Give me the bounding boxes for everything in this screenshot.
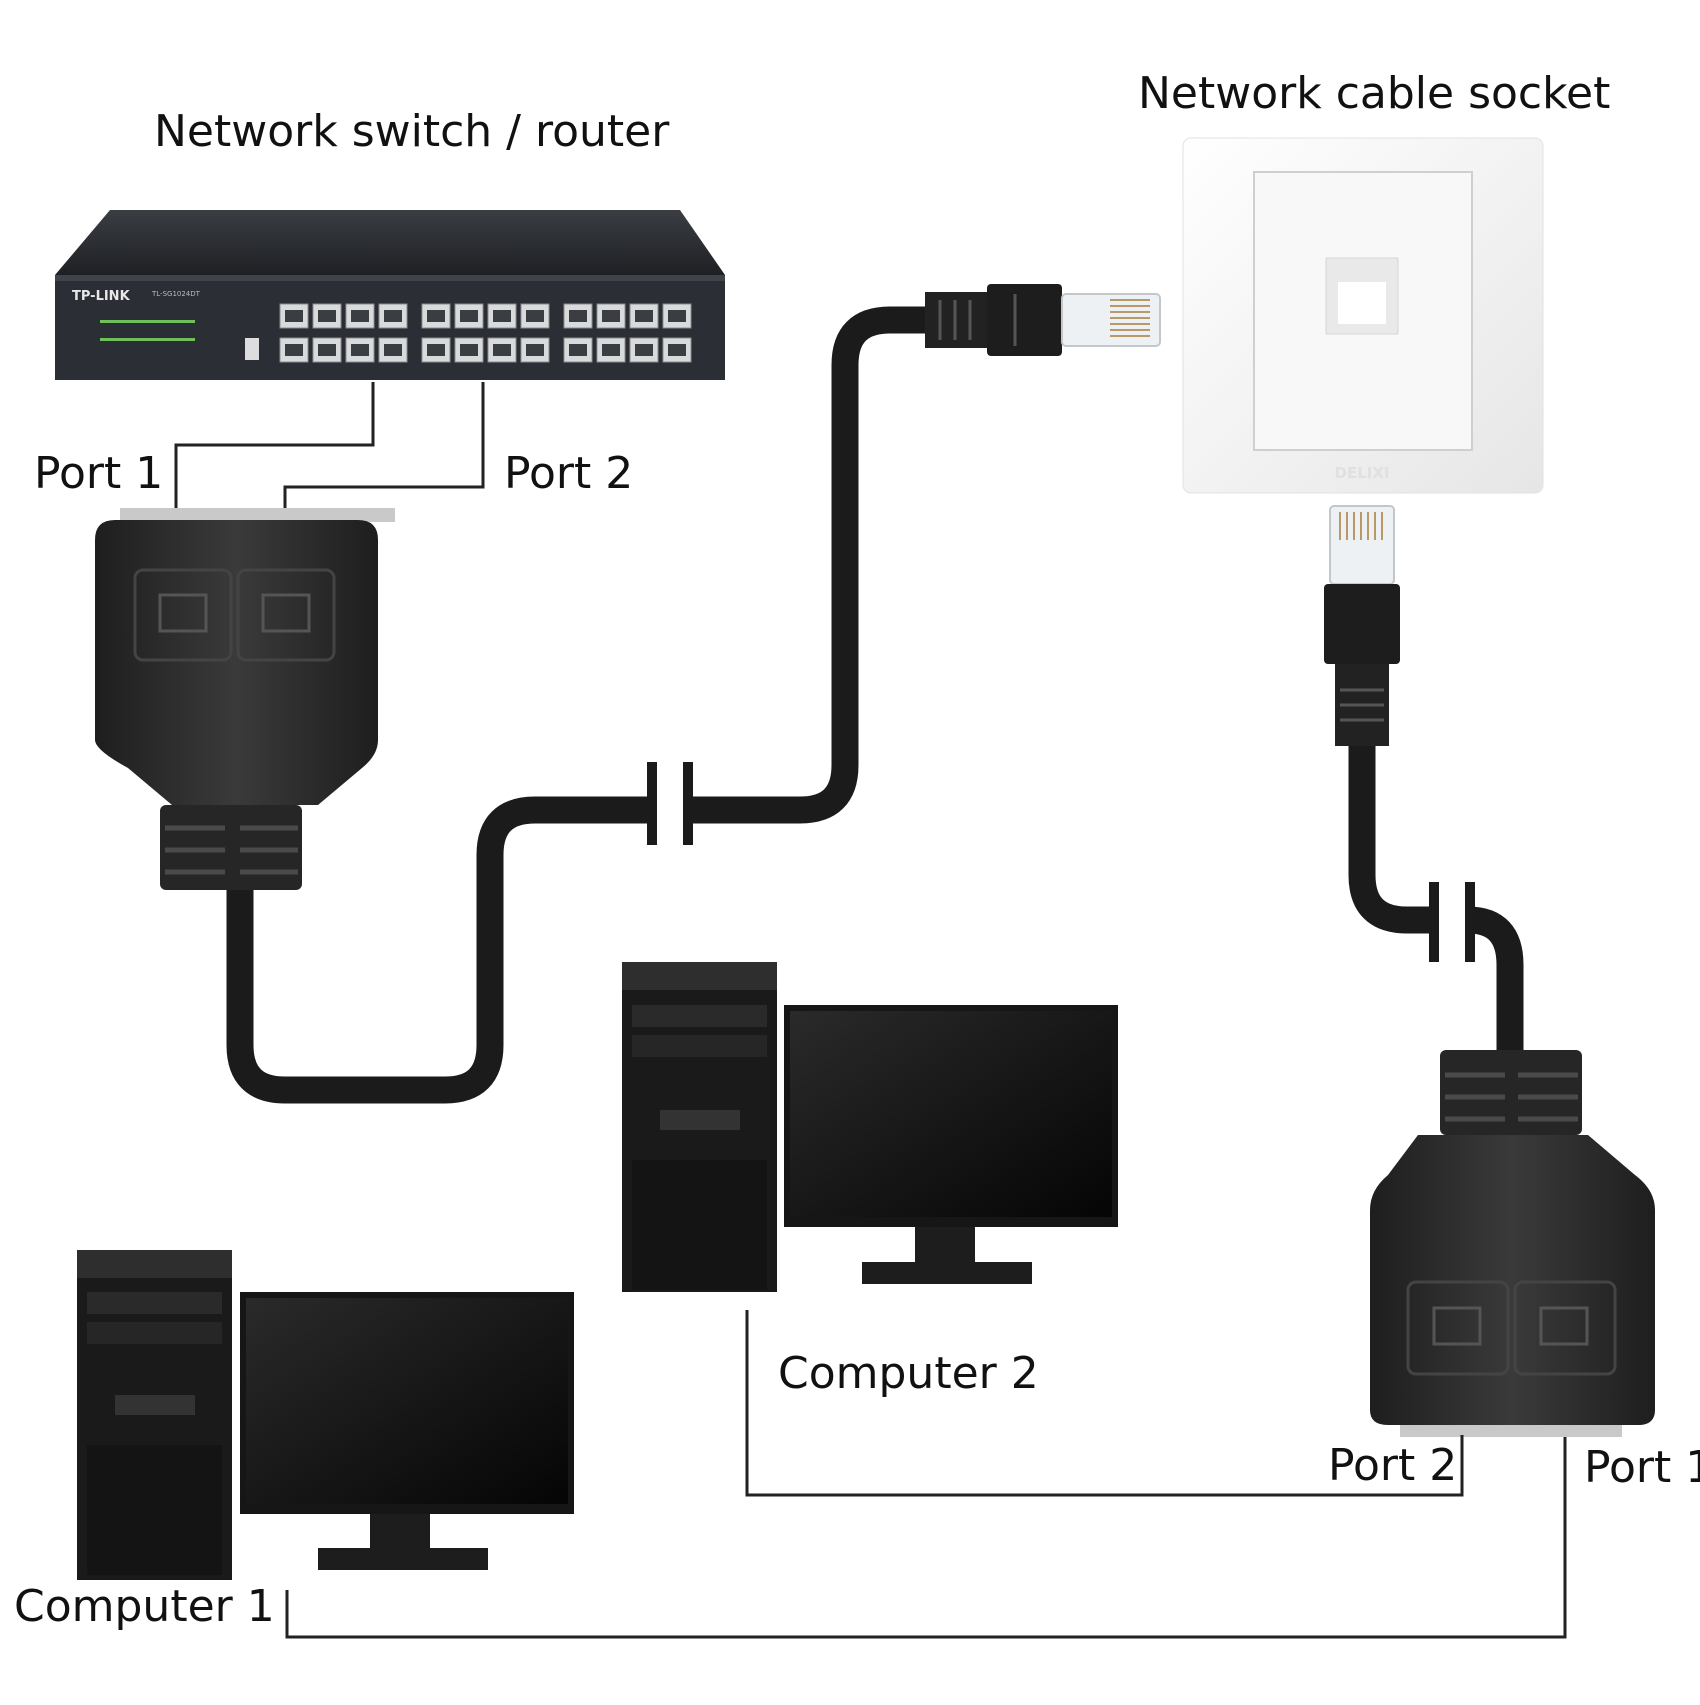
cable-left-lower (226, 796, 648, 1104)
switch-port-hole (427, 310, 445, 322)
left-port2-label: Port 2 (504, 448, 634, 499)
switch-port-hole (668, 344, 686, 356)
cable-left-upper (692, 306, 925, 824)
switch-port-hole (318, 344, 336, 356)
line-right-port1-to-computer1 (285, 1437, 1567, 1639)
switch-port-hole (460, 310, 478, 322)
computer1-label: Computer 1 (14, 1581, 275, 1632)
switch-port-hole (569, 344, 587, 356)
computer-2-tower (622, 962, 777, 1292)
cables (226, 306, 1524, 1104)
computer-2 (622, 962, 1118, 1292)
line-right-port2-to-computer2 (745, 1310, 1464, 1497)
computer-2-monitor (784, 1005, 1118, 1284)
switch-port-hole (351, 344, 369, 356)
switch-port-hole (602, 344, 620, 356)
computer-1-tower (77, 1250, 232, 1580)
switch-ports (279, 303, 692, 363)
cable-right-lower (1467, 906, 1524, 1050)
socket-title: Network cable socket (1138, 68, 1611, 119)
switch-port-hole (460, 344, 478, 356)
network-switch: TP-LINK TL-SG1024DT (55, 210, 725, 380)
switch-port-hole (668, 310, 686, 322)
cable-right-upper (1348, 745, 1430, 934)
switch-port-hole (285, 310, 303, 322)
switch-port (596, 337, 626, 363)
rj45-plug-vertical (1324, 505, 1400, 746)
right-port2-label: Port 2 (1328, 1440, 1458, 1491)
switch-title: Network switch / router (154, 106, 670, 157)
switch-port-hole (493, 344, 511, 356)
cable-break-marks (647, 762, 1475, 962)
switch-port-hole (569, 310, 587, 322)
splitter-right (1370, 1050, 1655, 1437)
line-switch-to-left-port1 (174, 382, 375, 508)
switch-brand: TP-LINK (72, 289, 131, 304)
line-switch-to-left-port2 (283, 382, 485, 508)
computer-1 (77, 1250, 574, 1580)
switch-port-hole (493, 310, 511, 322)
switch-port-hole (351, 310, 369, 322)
switch-port-hole (526, 344, 544, 356)
switch-model: TL-SG1024DT (151, 290, 201, 298)
switch-port-hole (318, 310, 336, 322)
right-port1-label: Port 1 (1584, 1442, 1700, 1493)
left-port1-label: Port 1 (34, 448, 164, 499)
switch-port-hole (427, 344, 445, 356)
switch-port (563, 303, 593, 329)
switch-port-hole (285, 344, 303, 356)
switch-port-hole (602, 310, 620, 322)
socket-brand: DELIXI (1335, 464, 1390, 482)
splitter-left (95, 508, 395, 890)
switch-port-hole (384, 344, 402, 356)
wall-socket: DELIXI (1182, 137, 1544, 494)
computer-1-monitor (240, 1292, 574, 1570)
switch-port-hole (635, 344, 653, 356)
switch-toggle (245, 338, 259, 360)
switch-leds (100, 320, 195, 341)
switch-port-hole (635, 310, 653, 322)
switch-port-hole (526, 310, 544, 322)
rj45-plug-horizontal (925, 284, 1161, 356)
connector-lines (174, 382, 1567, 1639)
computer2-label: Computer 2 (778, 1348, 1039, 1399)
switch-port-hole (384, 310, 402, 322)
